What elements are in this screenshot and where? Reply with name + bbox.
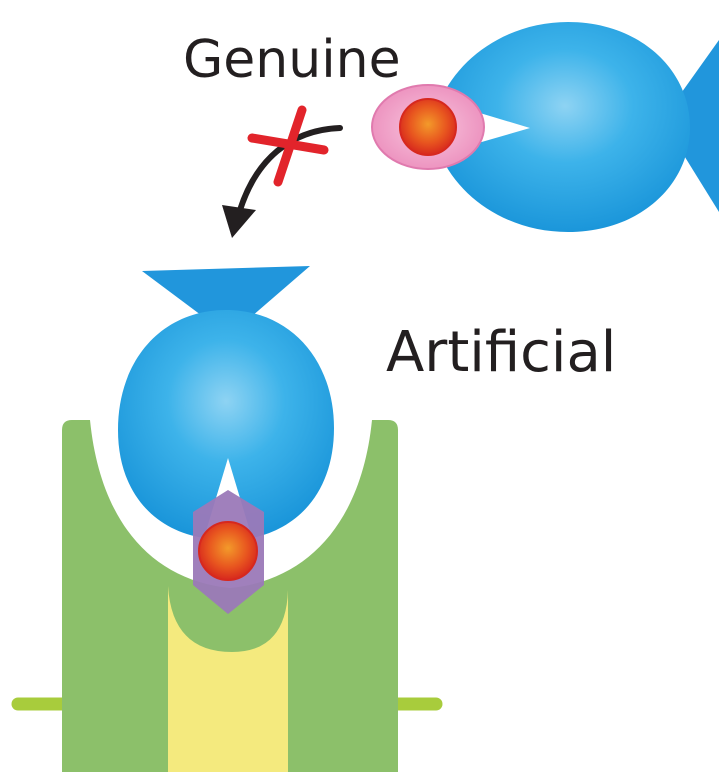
curved-arrow-icon [237, 125, 343, 213]
artificial-ligand-ball [198, 521, 258, 581]
genuine-fish-icon [371, 22, 719, 232]
receptor-channel [168, 586, 288, 772]
artificial-label: Artificial [386, 320, 617, 385]
genuine-fish-body [440, 22, 690, 232]
arrow-head [222, 205, 256, 238]
genuine-fish-tail [662, 40, 719, 212]
blocked-transfer [222, 105, 343, 238]
genuine-label: Genuine [183, 30, 401, 90]
genuine-ligand-ball [399, 98, 457, 156]
artificial-fish-tail [142, 266, 310, 336]
x-cross-icon [247, 105, 329, 187]
artificial-fish-icon [118, 266, 334, 614]
artificial-fish-body [118, 310, 334, 538]
